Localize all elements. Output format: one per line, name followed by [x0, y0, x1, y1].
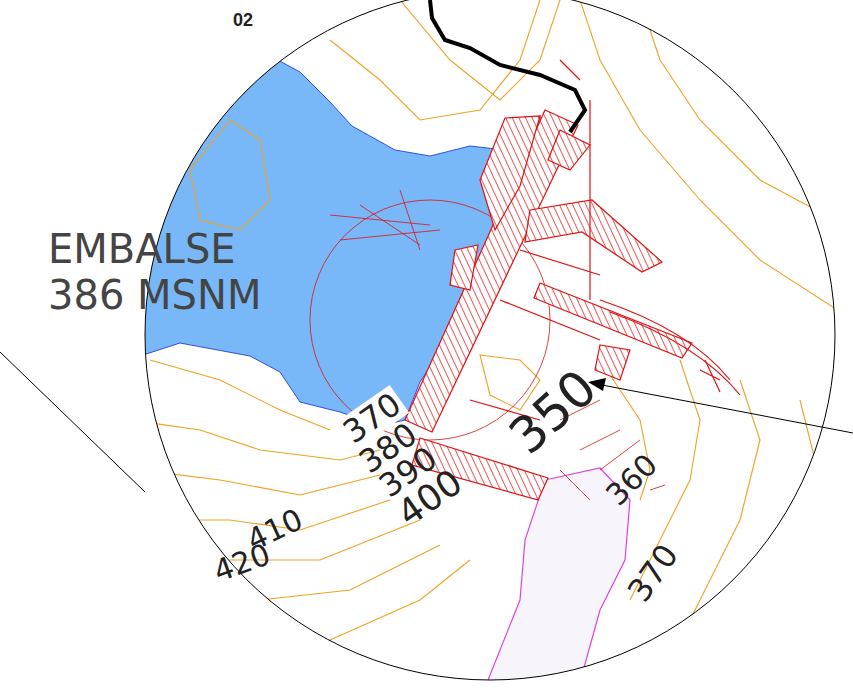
- access-road: [430, 0, 585, 132]
- pale-zone: [480, 468, 630, 694]
- map-content: [120, 0, 853, 694]
- leader-line: [602, 385, 853, 433]
- contour-label: 420: [210, 539, 274, 587]
- tangent-line: [0, 352, 145, 492]
- detail-circle: [145, 0, 835, 680]
- contour-label: 350: [501, 361, 605, 462]
- sheet-number: 02: [233, 11, 253, 29]
- dam-works: [310, 60, 740, 500]
- reservoir-label: EMBALSE 386 MSNM: [48, 226, 298, 318]
